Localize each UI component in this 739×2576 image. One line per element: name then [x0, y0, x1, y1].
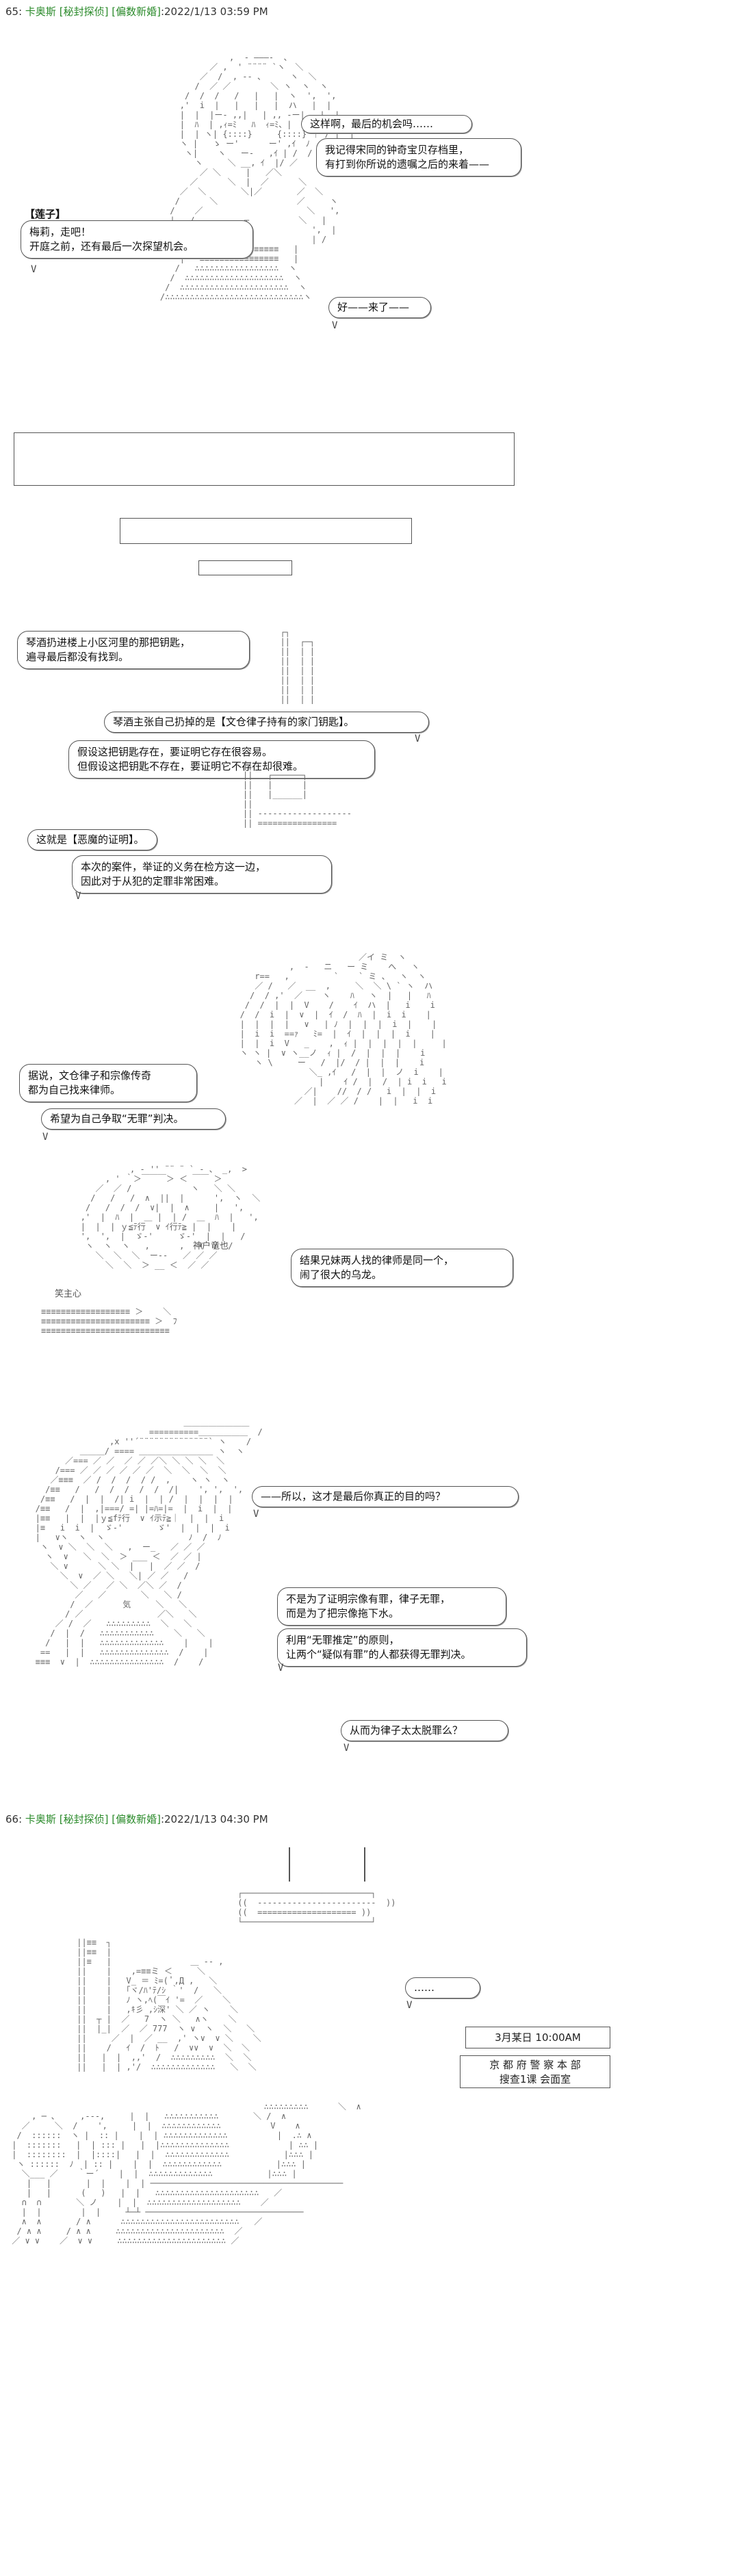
speech-bubble: 琴酒扔进楼上小区河里的那把钥匙， 遍寻最后都没有找到。 — [17, 631, 250, 669]
panel-frame — [14, 432, 515, 486]
bubble-tail: V — [42, 1132, 49, 1143]
speech-bubble: ——所以，这才是最后你真正的目的吗？ — [252, 1486, 519, 1507]
ascii-art-structure: ┌┐ || ┌─┐ || | | || | | || | | || | | ||… — [280, 627, 315, 704]
bubble-line: 不是为了证明宗像有罪，律子无罪， — [286, 1593, 451, 1605]
bubble-line: 好——来了—— — [337, 301, 410, 313]
location-text: 京 都 府 警 察 本 部 — [489, 2059, 581, 2071]
post-date: 2022/1/13 04:30 PM — [164, 1813, 268, 1825]
date-text: 3月某日 10:00AM — [495, 2031, 581, 2044]
speech-bubble: 我记得宋同的钟奇宝贝存档里， 有打到你所说的遗嘱之后的来着—— — [316, 138, 521, 177]
speech-bubble: 假设这把钥匙存在，要证明它存在很容易。 但假设这把钥匙不存在，要证明它不存在却很… — [68, 740, 375, 779]
speech-bubble: 利用“无罪推定”的原则， 让两个“疑似有罪”的人都获得无罪判决。 — [277, 1628, 527, 1667]
post-date: 2022/1/13 03:59 PM — [164, 5, 268, 18]
character-label: 笑主心 — [55, 1289, 82, 1299]
speech-bubble: 这就是【恶魔的证明】。 — [27, 829, 157, 850]
bubble-line: 假设这把钥匙存在，要证明它存在很容易。 — [77, 746, 273, 758]
ascii-art-interrogation-scene: ||≡≡ ┐ ||≡≡ | ||≡ | ＿ ‐‐ , || | ,=≡≡ミ ＜ … — [77, 1938, 261, 2072]
speech-bubble: 希望为自己争取“无罪”判决。 — [41, 1108, 226, 1130]
bubble-line: ——所以，这才是最后你真正的目的吗？ — [261, 1490, 446, 1502]
speech-bubble: 梅莉，走吧！ 开庭之前，还有最后一次探望机会。 — [21, 220, 253, 259]
location-text: 搜查1课 会面室 — [499, 2073, 571, 2085]
post-header: 66: 卡奥斯 [秘封探侦] [偏数新婚]:2022/1/13 04:30 PM — [5, 1813, 268, 1825]
speech-bubble: 琴酒主张自己扔掉的是【文仓律子持有的家门钥匙】。 — [104, 712, 429, 733]
ascii-art-room: ∴∴∴∴∴∴∴∴∴ ＼ ∧ , ─ ､ ,‐‐‐, | | ∴∴∴∴∴∴∴∴∴∴… — [12, 2102, 361, 2246]
poster-name[interactable]: 卡奥斯 — [25, 5, 56, 18]
panel-frame — [120, 518, 412, 544]
divider-line — [364, 1847, 365, 1882]
bubble-line: 本次的案件，举证的义务在检方这一边， — [81, 861, 266, 873]
bubble-tail: V — [253, 1509, 259, 1520]
bubble-line: 从而为律子太太脱罪么？ — [350, 1724, 463, 1736]
speech-bubble: 不是为了证明宗像有罪，律子无罪， 而是为了把宗像拖下水。 — [277, 1587, 506, 1626]
poster-tag: [秘封探侦] — [59, 1813, 109, 1825]
bubble-line: 这就是【恶魔的证明】。 — [36, 833, 144, 846]
ascii-art-crowd: ≡≡≡≡≡≡≡≡≡≡≡≡≡≡≡≡≡≡ ＞ ＼ ≡≡≡≡≡≡≡≡≡≡≡≡≡≡≡≡≡… — [41, 1307, 177, 1336]
bubble-line: …… — [414, 1981, 435, 1994]
speaker-label: 【莲子】 — [25, 208, 66, 220]
location-box: 京 都 府 警 察 本 部 搜查1课 会面室 — [460, 2055, 610, 2088]
speech-bubble: 好——来了—— — [328, 297, 431, 318]
bubble-tail: V — [332, 320, 338, 331]
bubble-tail: V — [343, 1743, 350, 1754]
speech-bubble: 从而为律子太太脱罪么？ — [341, 1720, 508, 1741]
bubble-line: 据说，文仓律子和宗像传奇 — [28, 1069, 152, 1082]
bubble-tail: V — [31, 264, 37, 275]
poster-name[interactable]: 卡奥斯 — [25, 1813, 56, 1825]
speech-bubble: 本次的案件，举证的义务在检方这一边， 因此对于从犯的定罪非常困难。 — [72, 855, 332, 894]
ascii-art-figure: ／イ ミ ヽ , - ニ ー ミ へ ヽ r== , ` ` ミ 、 ヽ ヽ ／… — [239, 952, 447, 1106]
speech-bubble: …… — [405, 1977, 480, 1999]
ascii-art-door: || || ┌──────┐ || | | || |______| || || … — [243, 761, 352, 828]
bubble-line: 梅莉，走吧！ — [29, 226, 92, 238]
panel-frame — [198, 560, 292, 575]
bubble-line: 这样啊，最后的机会吗…… — [310, 118, 434, 130]
date-box: 3月某日 10:00AM — [465, 2027, 610, 2048]
bubble-line: 而是为了把宗像拖下水。 — [286, 1607, 400, 1619]
bubble-line: 遍寻最后都没有找到。 — [26, 651, 129, 663]
post-header: 65: 卡奥斯 [秘封探侦] [偏数新婚]:2022/1/13 03:59 PM — [5, 5, 268, 18]
speech-bubble: 这样啊，最后的机会吗…… — [301, 115, 472, 133]
bubble-line: 有打到你所说的遗嘱之后的来着—— — [325, 158, 490, 170]
post-number: 66 — [5, 1813, 19, 1825]
speech-bubble: 结果兄妹两人找的律师是同一个， 闹了很大的乌龙。 — [291, 1249, 513, 1287]
bubble-line: 但假设这把钥匙不存在，要证明它不存在却很难。 — [77, 760, 304, 772]
bubble-tail: V — [406, 2000, 413, 2011]
bubble-line: 利用“无罪推定”的原则， — [286, 1634, 400, 1646]
bubble-line: 我记得宋同的钟奇宝贝存档里， — [325, 144, 469, 156]
bubble-line: 让两个“疑似有罪”的人都获得无罪判决。 — [286, 1648, 471, 1661]
poster-tag: [秘封探侦] — [59, 5, 109, 18]
poster-tag: [偏数新婚] — [112, 1813, 161, 1825]
character-label: 神户竜也 — [193, 1241, 229, 1251]
divider-line — [289, 1847, 290, 1882]
ascii-art-character: , - ―――- 、 ／ , ' ¨¨¨¨ `ヽ ＼ ／ / , -- 、 ヽ … — [159, 53, 354, 302]
bubble-line: 开庭之前，还有最后一次探望机会。 — [29, 240, 194, 252]
bubble-line: 闹了很大的乌龙。 — [300, 1269, 383, 1281]
ascii-art-character-group: ＿＿＿＿＿＿＿＿ ==========＿＿＿＿＿＿ / ,x ''´¨¨¨¨¨¨… — [35, 1418, 263, 1667]
ascii-art-lawyer: , ‐ '' ¨¨ ¨ ` ‐ 、 _, > , ' ｀＞￣￣￣＞ ＜ ￣￣ ＞… — [80, 1165, 261, 1270]
bubble-line: 琴酒扔进楼上小区河里的那把钥匙， — [26, 636, 191, 649]
ascii-art-lamp: ┌──────────────────────────┐ (( ‐‐‐‐‐‐‐‐… — [237, 1888, 396, 1927]
bubble-tail: V — [278, 1663, 284, 1674]
bubble-line: 希望为自己争取“无罪”判决。 — [50, 1113, 184, 1125]
bubble-tail: V — [415, 733, 421, 744]
bubble-line: 结果兄妹两人找的律师是同一个， — [300, 1254, 454, 1266]
post-number: 65 — [5, 5, 19, 18]
bubble-line: 琴酒主张自己扔掉的是【文仓律子持有的家门钥匙】。 — [113, 716, 354, 728]
bubble-tail: V — [75, 891, 81, 902]
speech-bubble: 据说，文仓律子和宗像传奇 都为自己找来律师。 — [19, 1064, 197, 1102]
bubble-line: 都为自己找来律师。 — [28, 1084, 121, 1096]
bubble-line: 因此对于从犯的定罪非常困难。 — [81, 875, 225, 887]
poster-tag: [偏数新婚] — [112, 5, 161, 18]
